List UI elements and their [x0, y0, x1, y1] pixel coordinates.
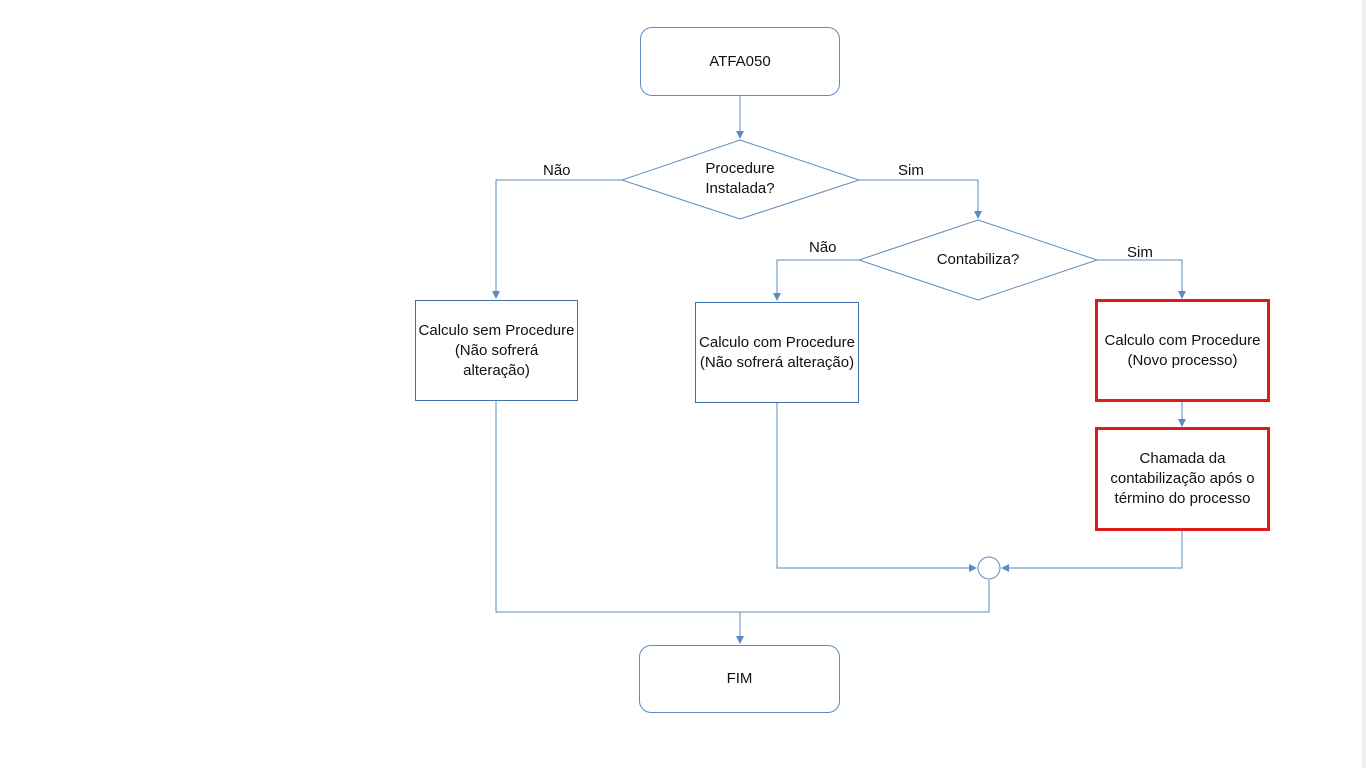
- start-terminal: ATFA050: [640, 27, 840, 96]
- junction-circle: [977, 556, 1001, 580]
- start-label: ATFA050: [709, 52, 771, 70]
- calc-sem-procedure-label: Calculo sem Procedure (Não sofrerá alter…: [418, 321, 575, 379]
- connector-contabiliza-nao: [773, 259, 859, 301]
- procedure-decision-diamond: [620, 139, 861, 220]
- edge-label-contabiliza-sim: Sim: [1127, 244, 1153, 261]
- connector-chamada-to-junction: [1001, 530, 1183, 572]
- page-edge: [1362, 0, 1366, 768]
- connector-sem-procedure-to-merge: [495, 401, 740, 613]
- chamada-contabilizacao-box: Chamada da contabilização após o término…: [1095, 427, 1270, 531]
- edge-label-contabiliza-nao: Não: [809, 239, 837, 256]
- calc-com-procedure-novo-label: Calculo com Procedure (Novo processo): [1104, 331, 1261, 369]
- end-terminal: FIM: [639, 645, 840, 713]
- contabiliza-decision-diamond: [857, 219, 1099, 301]
- end-label: FIM: [726, 670, 753, 687]
- connector-com-procedure-to-junction: [776, 403, 977, 572]
- calc-com-procedure-nao-box: Calculo com Procedure (Não sofrerá alter…: [695, 302, 859, 403]
- calc-sem-procedure-box: Calculo sem Procedure (Não sofrerá alter…: [415, 300, 578, 401]
- connector-procedure-nao: [492, 179, 622, 299]
- connector-procedure-sim: [859, 179, 982, 219]
- contabiliza-decision-label: Contabiliza?: [936, 251, 1020, 268]
- calc-com-procedure-nao-label: Calculo com Procedure (Não sofrerá alter…: [699, 333, 855, 371]
- procedure-decision-label: Procedure Instalada?: [705, 160, 775, 197]
- connector-junction-to-merge: [740, 580, 990, 613]
- edge-label-procedure-nao: Não: [543, 162, 571, 179]
- edge-label-procedure-sim: Sim: [898, 162, 924, 179]
- connector-contabiliza-sim: [1097, 259, 1186, 299]
- calc-com-procedure-novo-box: Calculo com Procedure (Novo processo): [1095, 299, 1270, 402]
- chamada-contabilizacao-label: Chamada da contabilização após o término…: [1110, 450, 1255, 507]
